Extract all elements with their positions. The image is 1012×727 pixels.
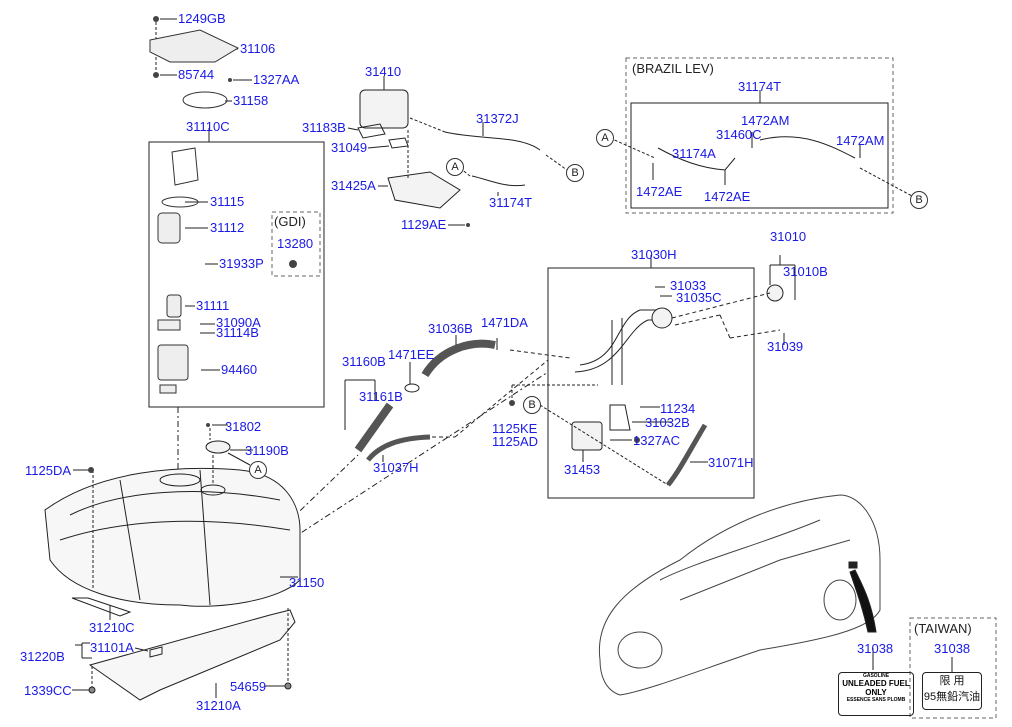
part-31160B[interactable]: 31160B [342, 354, 386, 369]
part-1249GB[interactable]: 1249GB [178, 11, 226, 26]
part-31035C[interactable]: 31035C [676, 290, 722, 305]
part-11234[interactable]: 11234 [660, 401, 696, 416]
gdi-group-label: (GDI) [274, 214, 306, 229]
part-31425A[interactable]: 31425A [331, 178, 376, 193]
part-31174T-brazil[interactable]: 31174T [738, 79, 782, 94]
part-31150[interactable]: 31150 [289, 575, 325, 590]
brazil-group-label: (BRAZIL LEV) [632, 61, 714, 76]
callout-a-brazil: A [596, 129, 614, 147]
part-31802[interactable]: 31802 [225, 419, 262, 434]
brazil-group-box [625, 57, 894, 214]
taiwan-label-line1: 限 用 [939, 675, 965, 687]
fuel-warning-label: GASOLINE UNLEADED FUEL ONLY ESSENCE SANS… [838, 672, 914, 716]
part-31038-label[interactable]: 31038 [857, 641, 894, 656]
taiwan-label-line2: 95無鉛汽油 [923, 691, 981, 703]
part-31161B[interactable]: 31161B [359, 389, 403, 404]
callout-a: A [446, 158, 464, 176]
gdi-group-box [271, 211, 321, 277]
part-31038-taiwan[interactable]: 31038 [934, 641, 971, 656]
part-31372J[interactable]: 31372J [476, 111, 519, 126]
part-31183B[interactable]: 31183B [302, 120, 346, 135]
part-31036B[interactable]: 31036B [428, 321, 473, 336]
part-31030H[interactable]: 31030H [631, 247, 677, 262]
fuel-label-line3: ESSENCE SANS PLOMB [846, 697, 906, 703]
part-31111[interactable]: 31111 [196, 298, 230, 313]
part-31453[interactable]: 31453 [564, 462, 601, 477]
part-31174T-canister[interactable]: 31174T [489, 195, 533, 210]
part-85744[interactable]: 85744 [178, 67, 215, 82]
part-31106[interactable]: 31106 [240, 41, 276, 56]
part-1472AE-1[interactable]: 1472AE [636, 184, 683, 199]
part-31032B[interactable]: 31032B [645, 415, 690, 430]
callout-b-brazil: B [910, 191, 928, 209]
part-31174A[interactable]: 31174A [672, 146, 716, 161]
part-1472AM-2[interactable]: 1472AM [836, 133, 885, 148]
part-31115[interactable]: 31115 [210, 194, 245, 209]
taiwan-group-label: (TAIWAN) [914, 621, 972, 636]
part-31101A[interactable]: 31101A [90, 640, 134, 655]
part-31158[interactable]: 31158 [233, 93, 269, 108]
part-1125AD[interactable]: 1125AD [492, 434, 539, 449]
part-1472AE-2[interactable]: 1472AE [704, 189, 751, 204]
part-31210A[interactable]: 31210A [196, 698, 241, 713]
part-31190B[interactable]: 31190B [245, 443, 289, 458]
callout-b: B [566, 164, 584, 182]
fuel-label-main: UNLEADED FUEL ONLY [842, 679, 910, 697]
part-1125DA[interactable]: 1125DA [25, 463, 72, 478]
part-31033[interactable]: 31033 [670, 278, 707, 293]
part-31071H[interactable]: 31071H [708, 455, 754, 470]
callout-a-tank: A [249, 461, 267, 479]
part-1339CC[interactable]: 1339CC [24, 683, 72, 698]
taiwan-group-box [909, 617, 997, 719]
part-1472AM-1[interactable]: 1472AM [741, 113, 790, 128]
part-13280[interactable]: 13280 [277, 236, 314, 251]
part-31049[interactable]: 31049 [331, 140, 368, 155]
part-1471EE[interactable]: 1471EE [388, 347, 435, 362]
part-31110C[interactable]: 31110C [186, 119, 230, 134]
part-31039[interactable]: 31039 [767, 339, 804, 354]
part-1471DA[interactable]: 1471DA [481, 315, 528, 330]
part-1129AE[interactable]: 1129AE [401, 217, 447, 232]
part-31210C[interactable]: 31210C [89, 620, 135, 635]
fuel-label-line1: GASOLINE [862, 673, 890, 679]
part-31010B[interactable]: 31010B [783, 264, 828, 279]
part-31114B[interactable]: 31114B [216, 325, 259, 340]
part-1327AA[interactable]: 1327AA [253, 72, 300, 87]
part-31933P[interactable]: 31933P [219, 256, 264, 271]
part-31112[interactable]: 31112 [210, 220, 245, 235]
part-1327AC[interactable]: 1327AC [633, 433, 680, 448]
taiwan-fuel-label: 限 用 95無鉛汽油 [922, 672, 982, 710]
part-54659[interactable]: 54659 [230, 679, 267, 694]
part-31460C[interactable]: 31460C [716, 127, 762, 142]
part-94460[interactable]: 94460 [221, 362, 258, 377]
part-31220B[interactable]: 31220B [20, 649, 65, 664]
callout-b-filler: B [523, 396, 541, 414]
part-31037H[interactable]: 31037H [373, 460, 419, 475]
part-1125KE[interactable]: 1125KE [492, 421, 538, 436]
part-31010[interactable]: 31010 [770, 229, 807, 244]
part-31090A[interactable]: 31090A [216, 315, 261, 330]
pump-assembly-box [148, 141, 325, 408]
part-31410[interactable]: 31410 [365, 64, 402, 79]
